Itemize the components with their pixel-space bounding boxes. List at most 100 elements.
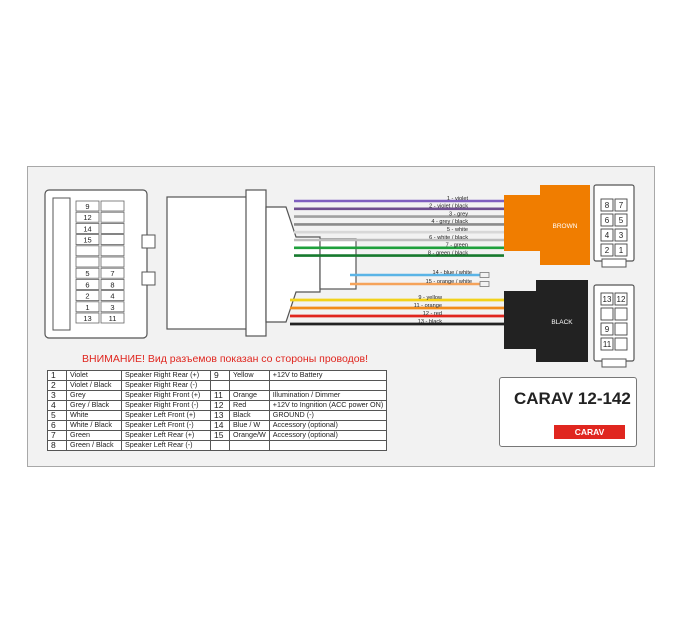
wire-color (229, 380, 270, 391)
black-connector-body (536, 280, 588, 362)
wire-label: 6 - white / black (429, 235, 468, 241)
wire-label: 14 - blue / white (433, 270, 473, 276)
black-connector-back (504, 291, 536, 349)
black-pinout-pin (600, 292, 614, 306)
brown-connector-back (504, 195, 540, 251)
main-connector-pin-label: 12 (83, 213, 91, 222)
brown-pinout-face (593, 184, 635, 262)
wire-label: 9 - yellow (418, 295, 443, 301)
wire-function: Accessory (optional) (268, 420, 388, 431)
pin-number (210, 380, 230, 391)
brown-pinout-pin (614, 198, 628, 212)
wire-function: Speaker Left Front (+) (121, 410, 211, 421)
brown-pinout-pin-label: 6 (605, 216, 610, 225)
wire-function: +12V to Ingnition (ACC power ON) (268, 400, 388, 411)
pin-number (210, 440, 230, 451)
wire-function: Illumination / Dimmer (268, 390, 388, 401)
wire-color (229, 440, 270, 451)
brown-pinout-pin-label: 4 (605, 231, 610, 240)
wire-label: 13 - black (418, 319, 442, 325)
wire-color: Blue / W (229, 420, 270, 431)
pin-number: 11 (210, 390, 230, 401)
wire-label: 8 - green / black (428, 250, 468, 256)
main-connector-pin (100, 200, 125, 212)
black-pinout-pin (600, 307, 614, 321)
main-connector-latch (52, 197, 71, 331)
main-connector-pin (100, 234, 125, 245)
pin-number: 2 (47, 380, 67, 391)
black-pinout-pin-label: 13 (603, 295, 612, 304)
pin-number: 5 (47, 410, 67, 421)
brown-pinout-pin-label: 3 (619, 231, 624, 240)
main-connector-pin-label: 15 (83, 236, 91, 245)
wire-color: White / Black (66, 420, 122, 431)
brown-pinout-pin (600, 243, 614, 257)
wire-color: Orange/W (229, 430, 270, 441)
wire-color: Yellow (229, 370, 270, 381)
main-connector-pin (75, 223, 100, 234)
wire-label: 15 - orange / white (426, 279, 472, 285)
black-pinout-pin (614, 322, 628, 336)
black-pinout-pin (600, 337, 614, 351)
wire-color: Green / Black (66, 440, 122, 451)
main-connector-pin-label: 8 (110, 280, 114, 289)
main-connector-pin (75, 245, 100, 257)
brown-connector-body (540, 185, 590, 265)
main-connector-pin-label: 7 (110, 269, 114, 278)
bullet-connector-icon (479, 272, 490, 278)
brown-pinout-pin (614, 228, 628, 242)
wire-label: 7 - green (446, 243, 468, 249)
main-connector-pin-label: 3 (110, 303, 114, 312)
wire-label: 4 - grey / black (431, 219, 468, 225)
wire-color: Grey (66, 390, 122, 401)
main-connector-pin (100, 312, 125, 324)
pin-number: 6 (47, 420, 67, 431)
main-connector-pin (75, 256, 100, 268)
main-connector-pin-label: 11 (109, 314, 117, 323)
brown-pinout-pin (614, 213, 628, 227)
black-connector-label: BLACK (551, 319, 573, 326)
main-connector-pin-label: 6 (85, 280, 89, 289)
main-connector-pin-label: 13 (83, 314, 91, 323)
wire-function: Speaker Left Rear (+) (121, 430, 211, 441)
main-connector-pin (100, 245, 125, 257)
black-pinout-pin (600, 322, 614, 336)
wire-label: 11 - orange (414, 303, 442, 309)
black-pinout-pin (614, 292, 628, 306)
model-title: CARAV 12-142 (514, 389, 631, 408)
brown-pinout-pin (614, 243, 628, 257)
pin-number: 4 (47, 400, 67, 411)
wire-color: Grey / Black (66, 400, 122, 411)
wire-function: Speaker Left Rear (-) (121, 440, 211, 451)
wire-label: 3 - grey (449, 211, 468, 217)
main-connector-pin (100, 211, 125, 223)
brown-pinout-pin (600, 213, 614, 227)
wire-function (268, 380, 388, 391)
main-connector-pin (100, 290, 125, 301)
main-connector-pin (100, 279, 125, 290)
main-connector-pin (75, 211, 100, 223)
main-connector-pin-label: 4 (110, 292, 114, 301)
black-pinout-pin (614, 337, 628, 351)
wire-color: Green (66, 430, 122, 441)
wire-label: 2 - violet / black (429, 204, 468, 210)
main-connector-tab (141, 271, 156, 286)
pin-number: 1 (47, 370, 67, 381)
brown-pinout-pin-label: 2 (605, 246, 610, 255)
main-connector-pin (100, 267, 125, 279)
pin-number: 12 (210, 400, 230, 411)
bullet-connector-icon (479, 281, 490, 287)
black-pinout-pin (614, 307, 628, 321)
adapter-flange (245, 189, 267, 337)
main-connector-pin-label: 9 (85, 202, 89, 211)
wire-function: Speaker Right Front (-) (121, 400, 211, 411)
main-connector-pin (75, 290, 100, 301)
